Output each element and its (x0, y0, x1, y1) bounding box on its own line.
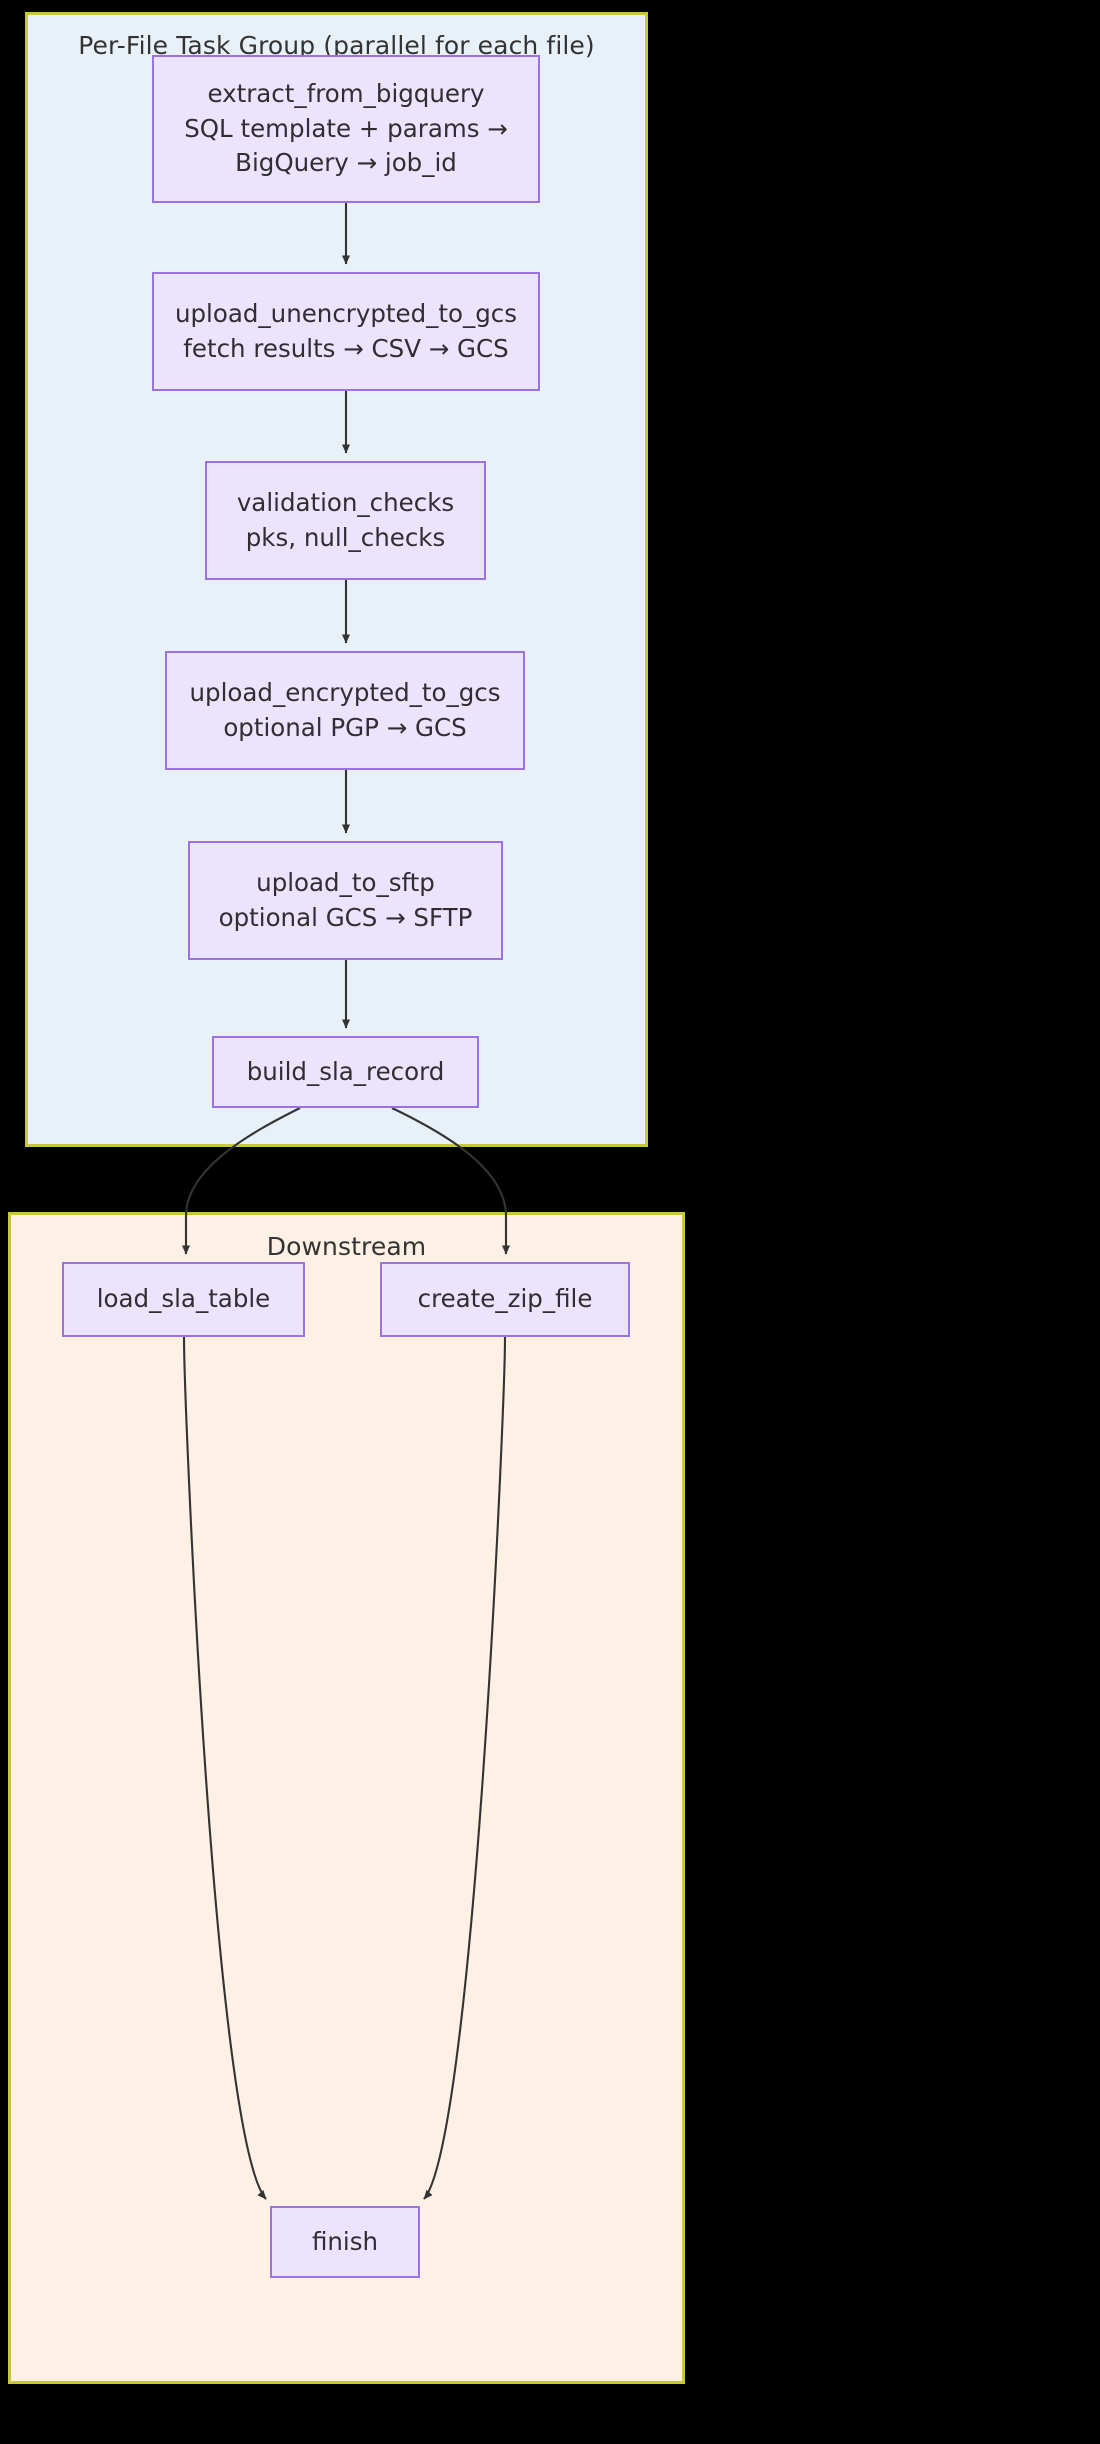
node-finish[interactable]: finish (270, 2206, 420, 2278)
node-upload-unencrypted-to-gcs[interactable]: upload_unencrypted_to_gcs fetch results … (152, 272, 540, 391)
node-build-sla-record[interactable]: build_sla_record (212, 1036, 479, 1108)
node-label: validation_checks (236, 487, 455, 517)
node-label: build_sla_record (246, 1056, 445, 1086)
node-load-sla-table[interactable]: load_sla_table (62, 1262, 305, 1337)
subgraph-downstream: Downstream (8, 1212, 685, 2384)
node-label: load_sla_table (96, 1284, 271, 1314)
node-sublabel-1: optional GCS → SFTP (218, 902, 473, 932)
node-create-zip-file[interactable]: create_zip_file (380, 1262, 630, 1337)
node-upload-encrypted-to-gcs[interactable]: upload_encrypted_to_gcs optional PGP → G… (165, 651, 525, 770)
node-label: upload_encrypted_to_gcs (189, 677, 501, 707)
node-sublabel-1: pks, null_checks (245, 522, 446, 552)
node-extract-from-bigquery[interactable]: extract_from_bigquery SQL template + par… (152, 55, 540, 203)
node-label: upload_unencrypted_to_gcs (174, 298, 518, 328)
node-label: finish (311, 2226, 379, 2256)
node-sublabel-1: optional PGP → GCS (223, 712, 467, 742)
node-sublabel-2: BigQuery → job_id (235, 148, 457, 178)
node-label: extract_from_bigquery (207, 78, 485, 108)
node-sublabel-1: SQL template + params → (184, 113, 508, 143)
node-sublabel-1: fetch results → CSV → GCS (183, 333, 509, 363)
node-validation-checks[interactable]: validation_checks pks, null_checks (205, 461, 486, 580)
node-label: upload_to_sftp (256, 867, 435, 897)
subgraph-title-downstream: Downstream (266, 1232, 427, 1261)
node-label: create_zip_file (417, 1284, 593, 1314)
node-upload-to-sftp[interactable]: upload_to_sftp optional GCS → SFTP (188, 841, 503, 960)
